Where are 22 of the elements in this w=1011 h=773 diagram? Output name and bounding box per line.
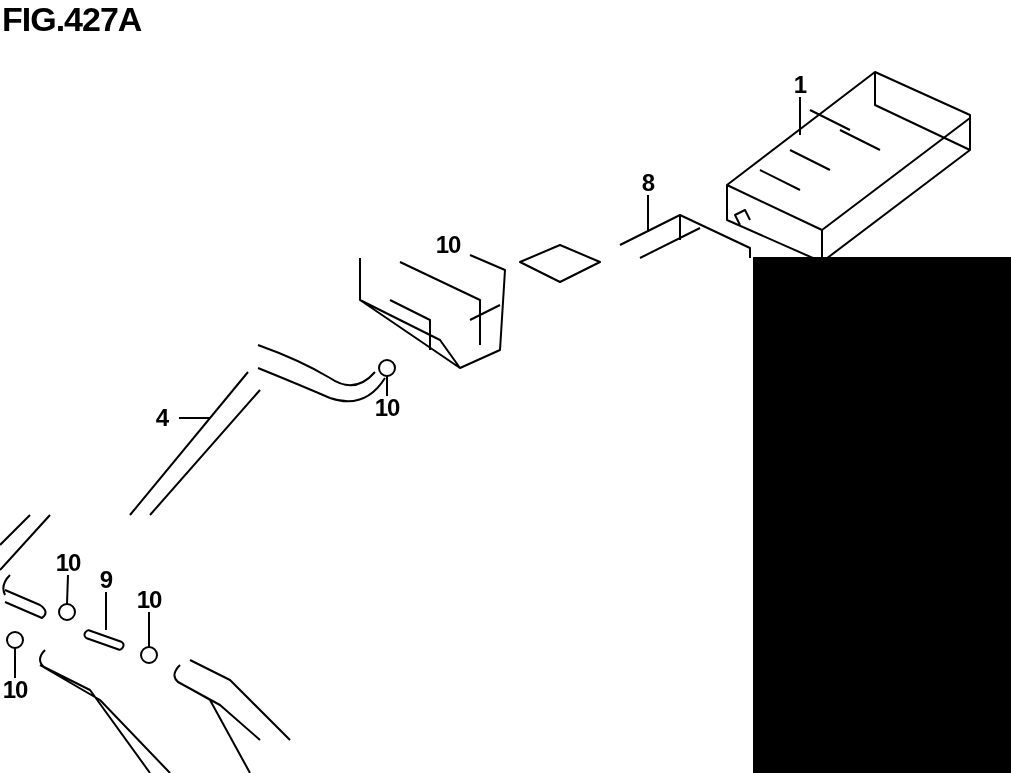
leader-line	[14, 647, 16, 679]
hose-clamp-drawing	[6, 631, 24, 649]
hose-clamp-drawing	[140, 646, 158, 664]
callout-number: 10	[434, 233, 462, 257]
callout-number: 4	[145, 406, 179, 430]
callout-number: 10	[0, 678, 32, 702]
figure-title: FIG.427A	[2, 0, 142, 38]
leader-line	[148, 611, 150, 648]
leader-line	[178, 417, 211, 419]
leader-line	[66, 574, 69, 605]
callout-number: 8	[631, 171, 665, 195]
leader-line	[386, 375, 388, 397]
callout-number: 9	[89, 568, 123, 592]
leader-line	[105, 591, 107, 631]
leader-line	[799, 96, 801, 136]
leader-line	[647, 194, 649, 233]
callout-number: 10	[370, 396, 404, 420]
hose-clamp-drawing	[378, 359, 396, 377]
callout-number: 10	[132, 588, 166, 612]
callout-number: 10	[51, 551, 85, 575]
hose-clamp-drawing	[58, 603, 76, 621]
callout-number: 1	[783, 73, 817, 97]
